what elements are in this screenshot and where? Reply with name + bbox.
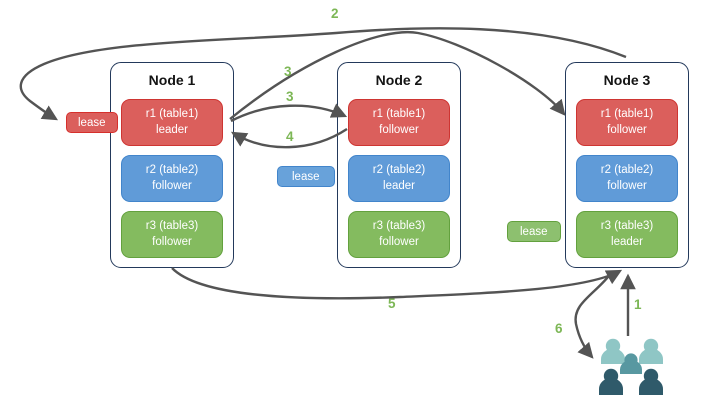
node3-replica-r3: r3 (table3) leader [576,211,678,258]
step-label-3b: 3 [286,89,294,104]
replica-role: follower [607,123,647,136]
replica-label: r2 (table2) [145,164,199,177]
replica-label: r1 (table1) [145,108,199,121]
replica-role: follower [607,179,647,192]
replica-role: leader [611,235,643,248]
replica-role: follower [379,123,419,136]
step-label-6: 6 [555,321,563,336]
node-3: Node 3 r1 (table1) follower r2 (table2) … [565,62,689,268]
node1-replica-r1: r1 (table1) leader [121,99,223,146]
lease-badge-red: lease [66,112,118,133]
node-1-title: Node 1 [148,72,196,88]
lease-badge-green: lease [507,221,561,242]
node2-replica-r1: r1 (table1) follower [348,99,450,146]
node2-replica-r2: r2 (table2) leader [348,155,450,202]
step-label-3a: 3 [284,64,292,79]
replica-label: r3 (table3) [600,220,654,233]
replica-role: follower [152,179,192,192]
node3-replica-r2: r2 (table2) follower [576,155,678,202]
node3-replica-r1: r1 (table1) follower [576,99,678,146]
users-icon [599,338,663,395]
node-3-title: Node 3 [603,72,651,88]
arrow-5-forward [171,267,623,300]
replica-role: follower [152,235,192,248]
replica-label: r2 (table2) [600,164,654,177]
arrow-6-response [574,271,613,359]
replica-role: leader [383,179,415,192]
step-label-4: 4 [286,129,294,144]
node2-replica-r3: r3 (table3) follower [348,211,450,258]
replica-label: r3 (table3) [145,220,199,233]
lease-badge-blue: lease [277,166,335,187]
replica-label: r3 (table3) [372,220,426,233]
replica-label: r2 (table2) [372,164,426,177]
node-2: Node 2 r1 (table1) follower r2 (table2) … [337,62,461,268]
arrow-3-replicate-node2 [230,103,348,123]
replica-label: r1 (table1) [372,108,426,121]
node-2-title: Node 2 [375,72,423,88]
replica-label: r1 (table1) [600,108,654,121]
replica-role: leader [156,123,188,136]
node1-replica-r2: r2 (table2) follower [121,155,223,202]
node1-replica-r3: r3 (table3) follower [121,211,223,258]
step-label-1: 1 [634,297,642,312]
step-label-2: 2 [331,6,339,21]
step-label-5: 5 [388,296,396,311]
replica-role: follower [379,235,419,248]
node-1: Node 1 r1 (table1) leader r2 (table2) fo… [110,62,234,268]
